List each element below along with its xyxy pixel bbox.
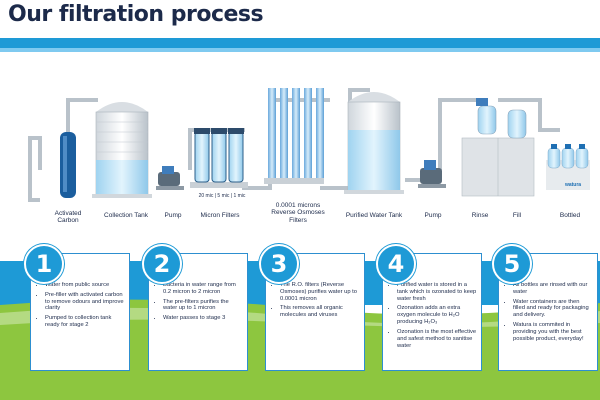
step-2-bullet-1: Bacteria in water range from 0.2 micron … <box>163 282 243 296</box>
stage-label-purified-water-tank: Purified Water Tank <box>345 212 403 219</box>
micron-sizes: 20 mic | 5 mic | 1 mic <box>198 193 246 199</box>
page-title: Our filtration process <box>8 2 264 27</box>
step-2-bullet-2: The pre-filters purifies the water up to… <box>163 299 243 313</box>
step-1-bullet-1: Water from public source <box>45 282 125 289</box>
stage-label-rinse: Rinse <box>471 212 489 219</box>
top-banner-stripe <box>0 38 600 48</box>
step-5-bullet-3: Watura is commited in providing you with… <box>513 322 593 342</box>
step-card-2: Bacteria in water range from 0.2 micron … <box>148 253 248 371</box>
micron-filters <box>190 128 248 188</box>
step-3-bullet-1: The R.O. filters (Reverse Osmoses) purif… <box>280 282 360 302</box>
step-number-4: 4 <box>376 244 416 284</box>
collection-tank <box>92 102 152 198</box>
step-4-bullet-2: Ozonation adds an extra oxygen molecule … <box>397 305 477 325</box>
step-4-bullet-3: Ozonation is the most effective and safe… <box>397 329 477 349</box>
step-2-bullet-3: Water passes to stage 3 <box>163 315 243 322</box>
step-1-bullet-2: Pre-filler with activated carbon to remo… <box>45 292 125 312</box>
step-5-bullet-1: All bottles are rinsed with our water <box>513 282 593 296</box>
step-5-bullet-2: Water containers are then filled and rea… <box>513 299 593 319</box>
bottled-water <box>546 144 590 190</box>
stage-label-pump-2: Pump <box>424 212 442 219</box>
pump-2 <box>418 160 446 188</box>
stage-label-bottled: Bottled <box>559 212 581 219</box>
stage-label-collection-tank: Collection Tank <box>104 212 148 219</box>
stage-label-reverse-osmoses: 0.0001 microns Reverse Osmoses Filters <box>271 202 325 224</box>
top-banner-stripe-light <box>0 48 600 52</box>
step-3-bullet-2: This removes all organic molecules and v… <box>280 305 360 319</box>
pump-1 <box>156 166 184 190</box>
step-number-3: 3 <box>259 244 299 284</box>
step-4-bullet-1: Purified water is stored in a tank which… <box>397 282 477 302</box>
micron-label-3: 1 mic <box>233 193 246 199</box>
step-number-1: 1 <box>24 244 64 284</box>
stage-label-activated-carbon: Activated Carbon <box>54 210 82 225</box>
stage-label-micron-filters: Micron Filters <box>200 212 240 219</box>
filtration-illustration <box>28 88 590 202</box>
stage-label-fill: Fill <box>512 212 522 219</box>
micron-label-1: 20 mic <box>198 193 214 199</box>
purified-water-tank <box>344 92 404 194</box>
reverse-osmosis-filters <box>264 88 324 184</box>
stage-label-pump-1: Pump <box>164 212 182 219</box>
rinse-fill-station <box>461 98 535 197</box>
micron-label-2: 5 mic <box>217 193 230 199</box>
activated-carbon-filter <box>60 132 76 198</box>
bottle-brand: watura <box>564 182 582 188</box>
step-number-5: 5 <box>492 244 532 284</box>
step-1-bullet-3: Pumped to collection tank ready for stag… <box>45 315 125 329</box>
step-number-2: 2 <box>142 244 182 284</box>
